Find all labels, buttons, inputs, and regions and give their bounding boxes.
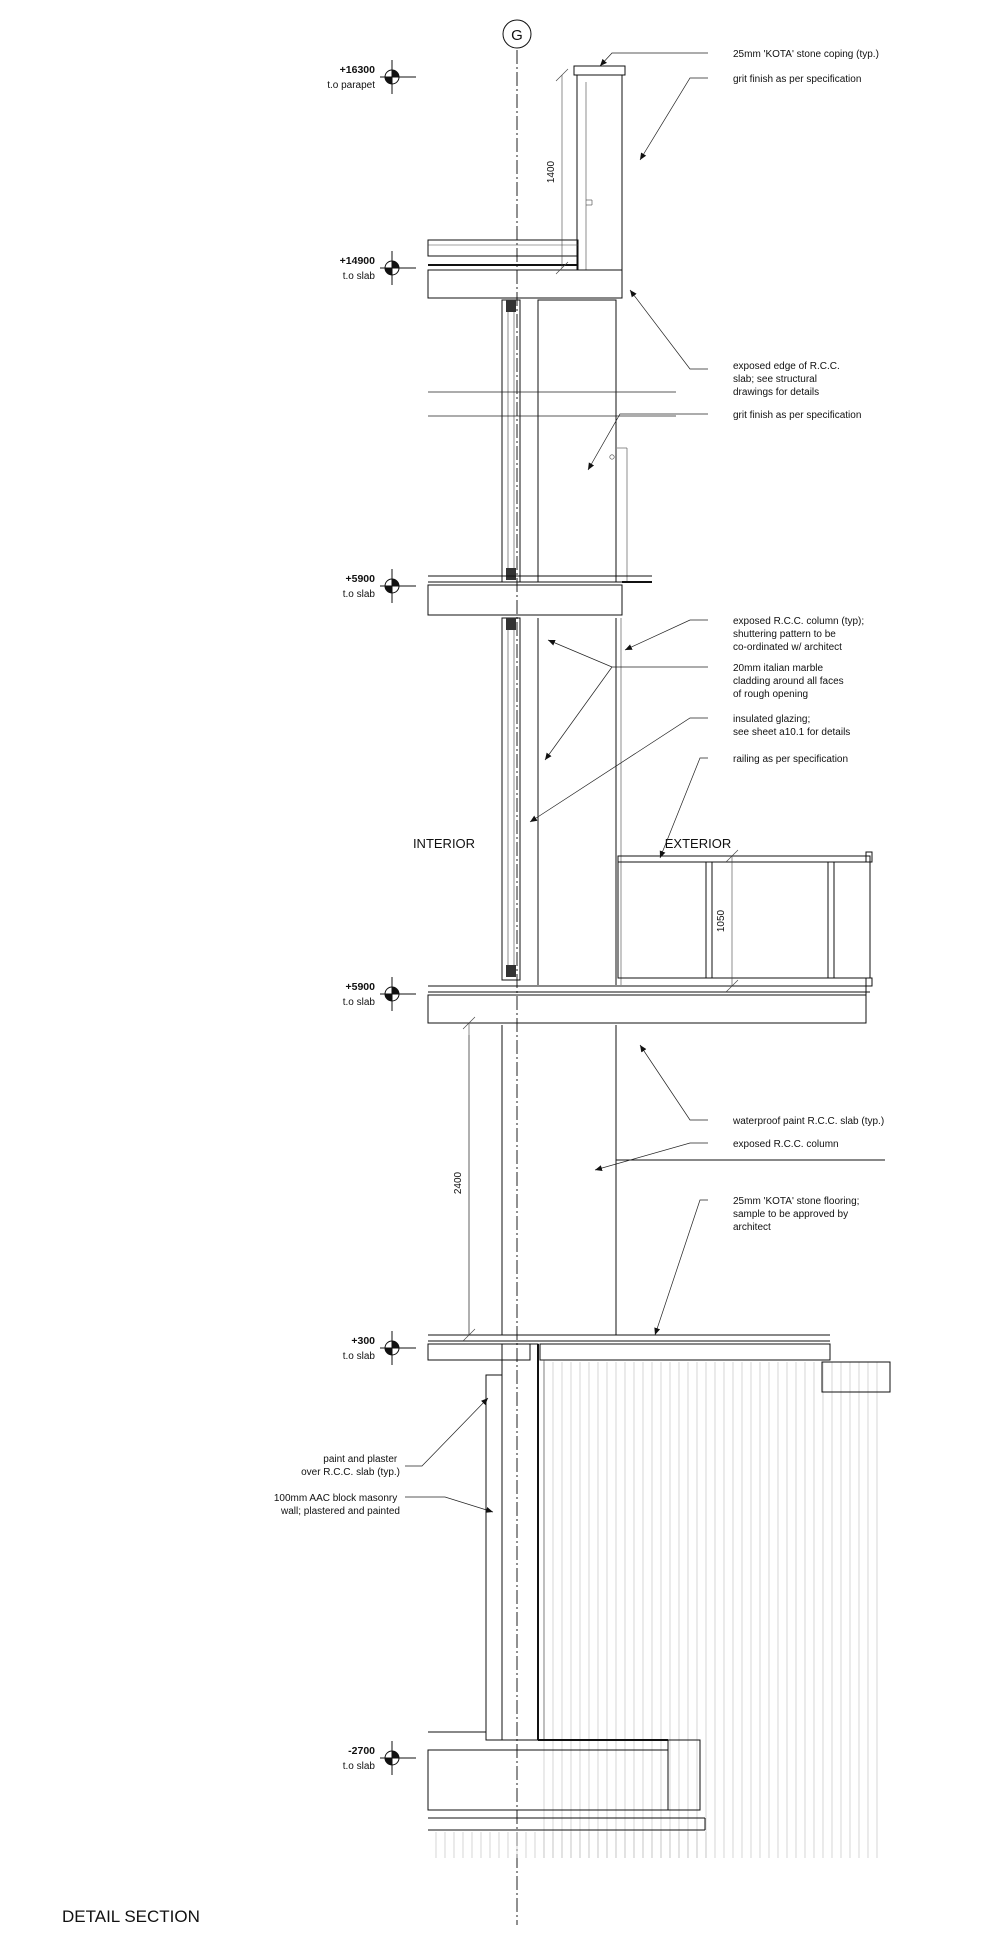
level-label: t.o slab xyxy=(343,997,376,1008)
slab-5900-upper xyxy=(427,575,652,616)
level-value: +5900 xyxy=(346,573,376,585)
level-label: t.o slab xyxy=(343,271,376,282)
note-exposed-column-2: exposed R.C.C. column xyxy=(733,1139,839,1150)
level-value: +14900 xyxy=(340,255,375,267)
note-marble-cladding: 20mm italian marble cladding around all … xyxy=(733,663,846,700)
ground-storey xyxy=(468,1025,885,1335)
dimension-storey: 2400 xyxy=(453,1016,476,1342)
level-label: t.o slab xyxy=(343,589,376,600)
room-label-exterior: EXTERIOR xyxy=(665,836,731,851)
level-marker: +5900 t.o slab xyxy=(343,977,416,1011)
level-value: +5900 xyxy=(346,981,376,993)
dimension-value: 2400 xyxy=(453,1171,464,1194)
grid-line-g: G xyxy=(502,19,532,1925)
slab-5900-lower xyxy=(427,985,870,1024)
level-marker: +14900 t.o slab xyxy=(340,251,416,285)
parapet xyxy=(573,65,626,271)
note-insulated-glazing: insulated glazing; see sheet a10.1 for d… xyxy=(733,714,850,738)
note-coping: 25mm 'KOTA' stone coping (typ.) xyxy=(733,49,879,60)
level-markers: +16300 t.o parapet +14900 t.o slab +5900… xyxy=(327,60,416,1775)
note-waterproof-paint: waterproof paint R.C.C. slab (typ.) xyxy=(732,1116,884,1127)
level-label: t.o parapet xyxy=(327,80,375,91)
level-value: +16300 xyxy=(340,64,375,76)
note-grit-finish: grit finish as per specification xyxy=(733,74,861,85)
dimension-railing: 1050 xyxy=(716,849,739,993)
room-label-interior: INTERIOR xyxy=(413,836,475,851)
level-marker: -2700 t.o slab xyxy=(343,1741,416,1775)
annotations: 25mm 'KOTA' stone coping (typ.) grit fin… xyxy=(274,49,884,1517)
note-aac-wall: 100mm AAC block masonry wall; plastered … xyxy=(274,1493,400,1517)
note-exposed-column: exposed R.C.C. column (typ); shuttering … xyxy=(733,616,867,653)
upper-storey xyxy=(428,299,676,583)
note-paint-plaster: paint and plaster over R.C.C. slab (typ.… xyxy=(301,1454,400,1478)
grid-bubble-label: G xyxy=(511,27,523,44)
note-exposed-slab-edge: exposed edge of R.C.C. slab; see structu… xyxy=(733,361,843,398)
level-label: t.o slab xyxy=(343,1761,376,1772)
note-railing: railing as per specification xyxy=(733,754,848,765)
level-value: -2700 xyxy=(348,1745,375,1757)
drawing-title: DETAIL SECTION xyxy=(62,1907,200,1926)
note-grit-finish-2: grit finish as per specification xyxy=(733,410,861,421)
level-label: t.o slab xyxy=(343,1351,376,1362)
middle-storey xyxy=(501,617,873,987)
level-marker: +16300 t.o parapet xyxy=(327,60,416,94)
level-marker: +300 t.o slab xyxy=(343,1331,416,1365)
slab-300-and-basement xyxy=(427,1334,891,1858)
railing xyxy=(617,851,873,987)
dimension-value: 1400 xyxy=(546,160,557,183)
dimension-value: 1050 xyxy=(716,909,727,932)
note-kota-flooring: 25mm 'KOTA' stone flooring; sample to be… xyxy=(733,1196,862,1233)
level-value: +300 xyxy=(351,1335,375,1347)
level-marker: +5900 t.o slab xyxy=(343,569,416,603)
slab-14900 xyxy=(427,239,623,299)
dimension-parapet: 1400 xyxy=(546,68,569,275)
